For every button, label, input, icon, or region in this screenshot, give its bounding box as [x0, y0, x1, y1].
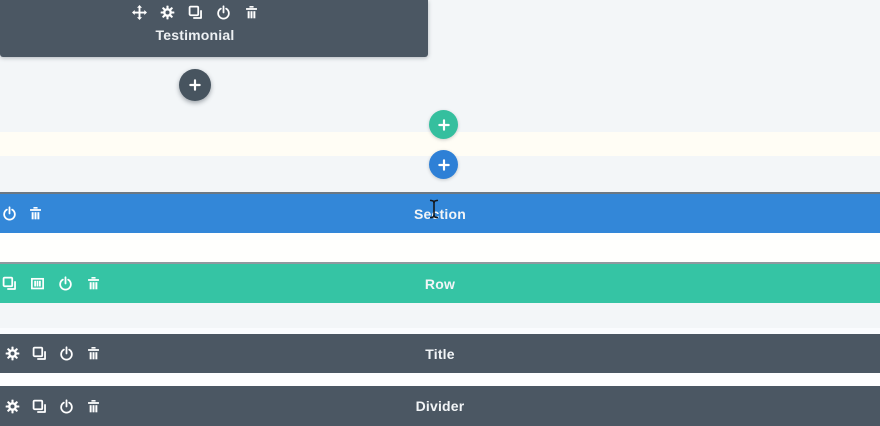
title-module-bar[interactable]: Title [0, 334, 880, 373]
power-icon[interactable] [59, 346, 74, 361]
power-icon[interactable] [59, 398, 74, 414]
divider-bar-icons [0, 386, 101, 426]
section-bar-label: Section [414, 205, 466, 222]
duplicate-icon[interactable] [188, 5, 203, 20]
divider-module-bar[interactable]: Divider [0, 386, 880, 426]
testimonial-toolbar-icons [131, 5, 259, 20]
power-icon[interactable] [2, 206, 17, 221]
trash-icon[interactable] [86, 276, 101, 291]
section-bar-icons [0, 194, 43, 233]
row-top-edge [0, 262, 880, 264]
power-icon[interactable] [58, 276, 73, 291]
row-bar-label: Row [424, 275, 456, 292]
move-icon[interactable] [131, 5, 147, 20]
testimonial-toolbar-content: Testimonial [0, 0, 390, 57]
row-bar-icons [0, 264, 101, 303]
title-bar-label: Title [425, 345, 455, 362]
background-white-band [0, 233, 880, 262]
trash-icon[interactable] [28, 206, 43, 221]
background-white-gap [0, 373, 880, 386]
trash-icon[interactable] [244, 5, 259, 20]
add-section-button[interactable] [429, 150, 458, 179]
add-row-button[interactable] [429, 110, 458, 139]
gear-icon[interactable] [5, 346, 20, 361]
gear-icon[interactable] [5, 399, 20, 414]
trash-icon[interactable] [86, 346, 101, 361]
testimonial-module-toolbar[interactable]: Testimonial [0, 0, 428, 57]
add-module-button[interactable] [179, 69, 211, 101]
background-light-strip [0, 328, 880, 334]
trash-icon[interactable] [86, 399, 101, 414]
plus-icon [437, 118, 451, 132]
plus-icon [188, 78, 202, 92]
duplicate-icon[interactable] [32, 399, 47, 414]
section-bar[interactable]: Section [0, 194, 880, 233]
duplicate-icon[interactable] [2, 276, 17, 291]
power-icon[interactable] [216, 5, 231, 20]
columns-icon[interactable] [30, 276, 45, 291]
divider-bar-label: Divider [415, 398, 465, 414]
duplicate-icon[interactable] [32, 346, 47, 361]
gear-icon[interactable] [160, 5, 175, 20]
module-label: Testimonial [155, 27, 235, 43]
plus-icon [437, 158, 451, 172]
section-top-edge [0, 192, 880, 194]
title-bar-icons [0, 334, 101, 373]
row-bar[interactable]: Row [0, 264, 880, 303]
